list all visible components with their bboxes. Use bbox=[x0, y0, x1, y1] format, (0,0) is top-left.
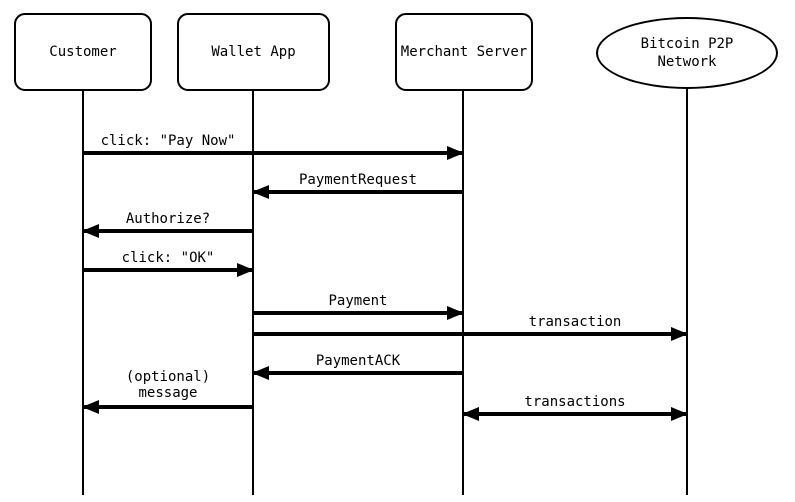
arrow-shaft bbox=[253, 311, 463, 315]
arrowhead-right-icon bbox=[447, 306, 464, 320]
message-label-payment-request: PaymentRequest bbox=[298, 172, 417, 188]
arrowhead-left-icon bbox=[252, 366, 269, 380]
arrowhead-left-icon bbox=[462, 407, 479, 421]
message-arrow-transactions bbox=[462, 407, 688, 421]
lifeline-bitcoin-p2p-network bbox=[686, 89, 688, 495]
arrowhead-left-icon bbox=[252, 185, 269, 199]
arrow-shaft bbox=[253, 332, 687, 336]
message-label-payment: Payment bbox=[328, 293, 388, 309]
message-arrow-payment bbox=[253, 306, 464, 320]
message-arrow-optional-message bbox=[82, 400, 253, 414]
participant-customer: Customer bbox=[14, 13, 152, 91]
arrow-shaft bbox=[463, 412, 687, 416]
participant-bitcoin-p2p-network-label: Bitcoin P2P Network bbox=[640, 36, 734, 70]
arrowhead-right-icon bbox=[671, 327, 688, 341]
message-label-click-ok: click: "OK" bbox=[121, 250, 215, 266]
participant-wallet-app-label: Wallet App bbox=[211, 44, 296, 60]
message-arrow-payment-request bbox=[252, 185, 463, 199]
message-arrow-payment-ack bbox=[252, 366, 463, 380]
lifeline-customer bbox=[82, 91, 84, 495]
message-arrow-click-pay-now bbox=[83, 146, 464, 160]
participant-wallet-app: Wallet App bbox=[177, 13, 330, 91]
message-label-transactions: transactions bbox=[524, 394, 626, 410]
arrow-shaft bbox=[83, 405, 253, 409]
arrowhead-right-icon bbox=[237, 263, 254, 277]
arrow-shaft bbox=[83, 268, 253, 272]
participant-customer-label: Customer bbox=[49, 44, 117, 60]
message-label-click-pay-now: click: "Pay Now" bbox=[100, 133, 236, 149]
participant-merchant-server: Merchant Server bbox=[395, 13, 533, 91]
message-label-optional-message: (optional) message bbox=[125, 369, 211, 401]
lifeline-wallet-app bbox=[252, 91, 254, 495]
message-label-transaction: transaction bbox=[528, 314, 622, 330]
message-label-payment-ack: PaymentACK bbox=[315, 353, 401, 369]
participant-merchant-server-label: Merchant Server bbox=[400, 44, 528, 60]
arrowhead-right-icon bbox=[447, 146, 464, 160]
arrow-shaft bbox=[253, 371, 463, 375]
arrow-shaft bbox=[83, 229, 253, 233]
message-label-authorize: Authorize? bbox=[125, 211, 211, 227]
arrow-shaft bbox=[83, 151, 463, 155]
participant-bitcoin-p2p-network: Bitcoin P2P Network bbox=[596, 17, 778, 89]
arrowhead-right-icon bbox=[671, 407, 688, 421]
arrowhead-left-icon bbox=[82, 400, 99, 414]
message-arrow-click-ok bbox=[83, 263, 254, 277]
message-arrow-transaction bbox=[253, 327, 688, 341]
arrowhead-left-icon bbox=[82, 224, 99, 238]
lifeline-merchant-server bbox=[462, 91, 464, 495]
message-arrow-authorize bbox=[82, 224, 253, 238]
arrow-shaft bbox=[253, 190, 463, 194]
